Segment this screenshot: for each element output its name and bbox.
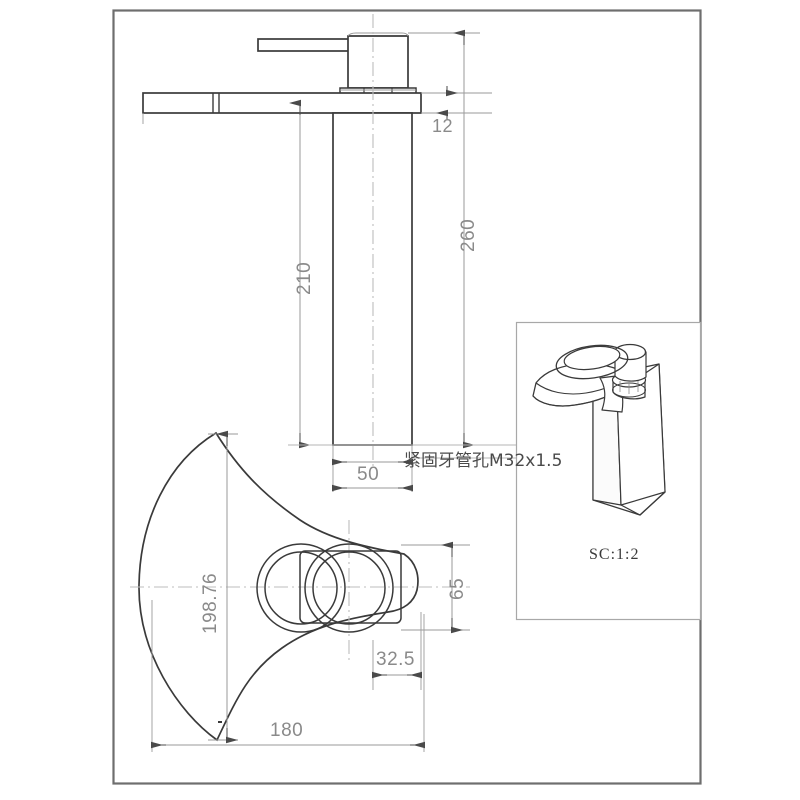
spout-plate [142,92,422,114]
plan-view-dimensions [151,430,470,752]
iso-lever-ring [555,344,629,380]
lever-handle [257,38,351,52]
handle-body [347,32,409,89]
dim-body-width [332,445,413,492]
dim-plan-depth [208,430,238,744]
plan-right-hole-outer [304,543,394,633]
plan-boss-rect [299,550,402,624]
scale-note-label: SC:1:2 [589,546,640,563]
thread-note-label: 紧固牙管孔M32x1.5 [404,451,563,471]
dim-label-spout-height: 210 [294,261,315,295]
dim-label-hole-offset: 32.5 [376,649,415,670]
dim-label-hole-span: 65 [447,577,468,600]
dim-label-overall-height: 260 [458,218,479,252]
dim-label-plan-depth: 198.76 [200,572,221,634]
plan-left-hole-outer [256,543,346,633]
isometric-faucet-detail [532,343,666,516]
plan-right-hole-inner [312,551,386,625]
dim-label-body-width: 50 [357,464,380,485]
iso-handle-hub [613,343,647,382]
dim-label-plan-width: 180 [270,720,304,741]
front-elevation-view [142,14,422,470]
plan-left-hole-inner [264,551,338,625]
bottom-plan-view [130,431,470,742]
dim-label-flange-thickness: 12 [432,116,454,136]
